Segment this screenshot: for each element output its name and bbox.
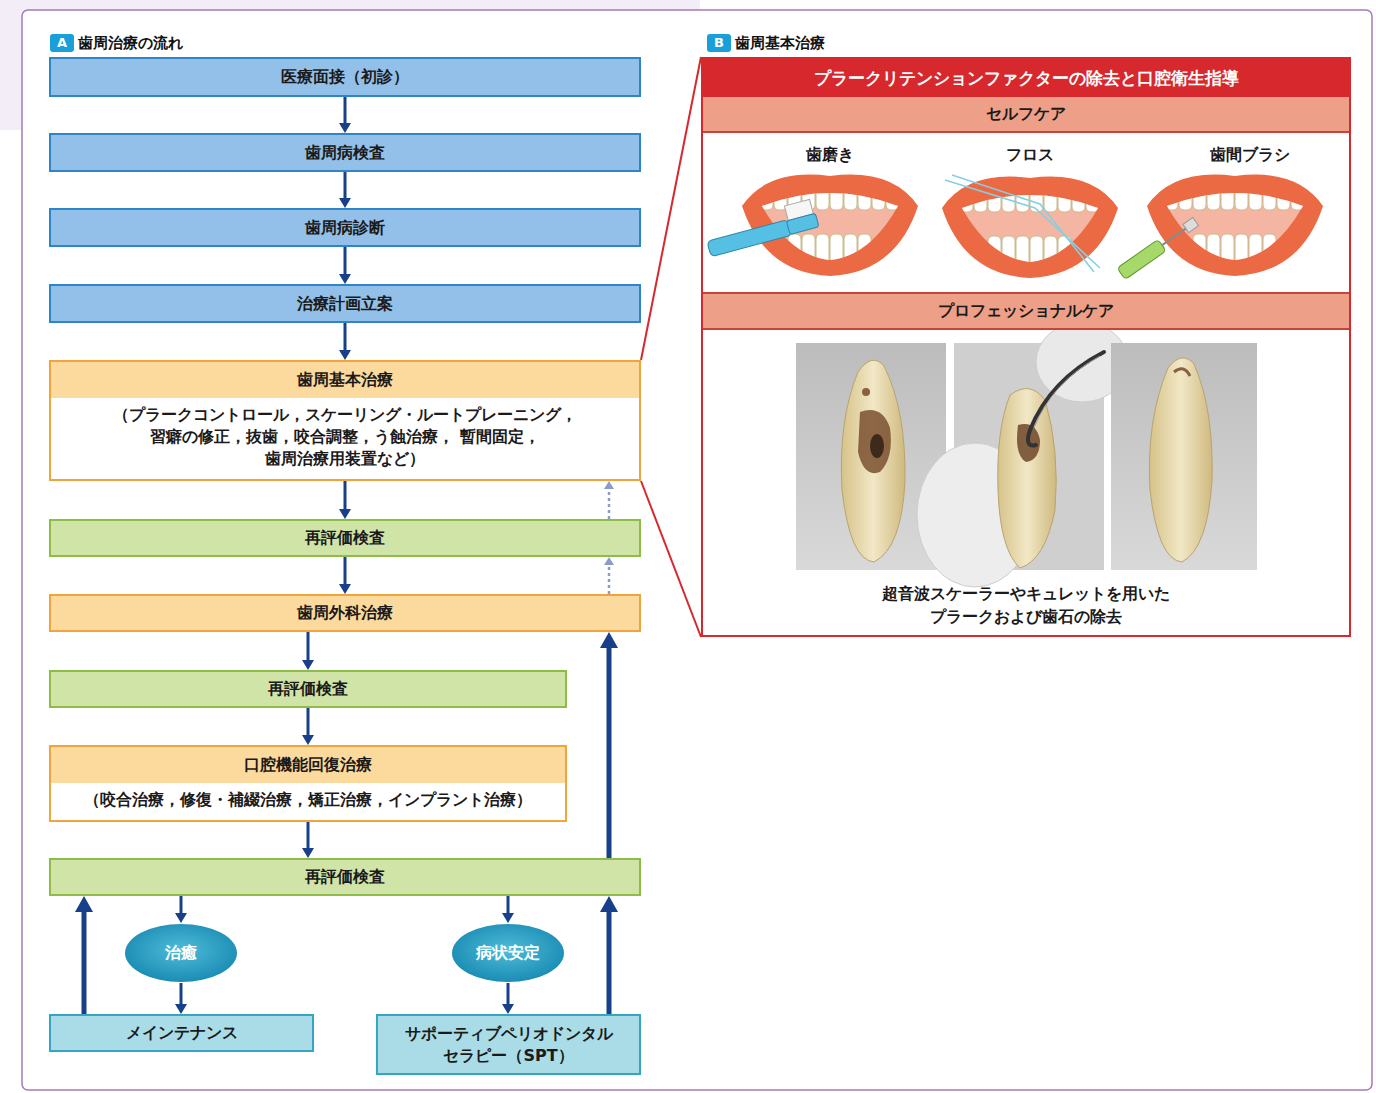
flow-arrow <box>307 708 310 735</box>
curette <box>1028 352 1104 445</box>
treatment-box: 口腔機能回復治療（咬合治療，修復・補綴治療，矯正治療，インプラント治療） <box>49 745 567 822</box>
mouth-illustration <box>942 177 1118 278</box>
process-box: 治療計画立案 <box>49 284 641 323</box>
box-label: 治療計画立案 <box>297 293 393 315</box>
box-label: 再評価検査 <box>305 527 385 549</box>
box-label: 医療面接（初診） <box>281 66 409 88</box>
box-body: 超音波スケーラーやキュレットを用いた プラークおよび歯石の除去 <box>836 582 1216 628</box>
flow-arrow <box>507 983 510 1004</box>
followup-box: サポーティブペリオドンタル セラピー（SPT） <box>376 1014 641 1075</box>
flow-arrow <box>180 896 183 913</box>
followup-box: メインテナンス <box>49 1014 314 1052</box>
outer-frame <box>22 10 1372 1090</box>
flow-arrow <box>344 557 347 584</box>
illustration-caption: 歯磨き <box>750 145 910 165</box>
stain <box>1174 369 1190 376</box>
box-label: 病状安定 <box>476 942 540 964</box>
box-label: 再評価検査 <box>305 866 385 888</box>
ellipse-fill <box>125 924 237 982</box>
box-label: 歯周外科治療 <box>297 602 393 624</box>
curette-glint <box>1034 356 1100 428</box>
flow-arrow <box>344 481 347 509</box>
flow-arrow <box>344 172 347 198</box>
callout-line <box>641 481 701 637</box>
illustration-caption: 歯間ブラシ <box>1170 145 1330 165</box>
box-heading: プロフェッショナルケア <box>703 294 1349 330</box>
calculus <box>870 434 884 458</box>
flow-arrow <box>344 247 347 274</box>
photo-after <box>1111 343 1257 570</box>
calculus <box>858 410 891 473</box>
floss <box>952 175 1094 272</box>
reevaluation-box: 再評価検査 <box>49 858 641 896</box>
tooth-photo <box>998 389 1057 568</box>
illustration-caption: フロス <box>950 145 1110 165</box>
toothbrush-head <box>786 213 819 234</box>
calculus <box>862 388 870 396</box>
flow-arrow <box>607 648 612 858</box>
selfcare-panel: セルフケア <box>703 97 1349 294</box>
flow-arrow <box>608 565 611 594</box>
tooth-photo <box>841 360 905 562</box>
process-box: 歯周病診断 <box>49 208 641 247</box>
process-box: 医療面接（初診） <box>49 57 641 97</box>
box-label: サポーティブペリオドンタル セラピー（SPT） <box>386 1023 631 1066</box>
flow-arrow <box>344 323 347 350</box>
process-box: 歯周病検査 <box>49 133 641 172</box>
box-label: セルフケア <box>703 97 1349 133</box>
section-heading: 歯周治療の流れ <box>78 33 183 53</box>
section-badge: B <box>707 34 731 52</box>
flow-arrow <box>180 983 183 1004</box>
floss <box>945 180 1100 268</box>
flow-arrow <box>507 896 510 913</box>
box-label: プラークリテンションファクターの除去と口腔衛生指導 <box>703 59 1349 97</box>
box-label: 歯周病検査 <box>305 142 385 164</box>
section-badge: A <box>50 34 74 52</box>
toothbrush <box>703 199 819 257</box>
flow-arrow <box>344 97 347 123</box>
interdental-brush <box>1117 216 1200 280</box>
outcome-ellipse: 病状安定 <box>451 923 565 983</box>
flow-arrow <box>608 489 611 519</box>
callout-line <box>641 57 701 360</box>
box-body: （プラークコントロール，スケーリング・ルートプレーニング， 習癖の修正，抜歯，咬… <box>95 398 595 477</box>
box-body: （咬合治療，修復・補綴治療，矯正治療，インプラント治療） <box>58 783 558 818</box>
reevaluation-box: 再評価検査 <box>49 670 567 708</box>
treatment-box: 歯周外科治療 <box>49 594 641 632</box>
flow-arrow <box>607 912 612 1014</box>
toothbrush-handle <box>707 220 792 257</box>
flow-arrow <box>307 822 310 848</box>
box-label: 治癒 <box>165 942 197 964</box>
flow-arrow <box>82 912 87 1014</box>
box-label: 再評価検査 <box>268 678 348 700</box>
box-label: メインテナンス <box>126 1022 238 1044</box>
interdental-bristles <box>1183 218 1199 233</box>
tooth-photo <box>1149 358 1212 562</box>
mouth-illustration <box>1147 175 1323 276</box>
outcome-ellipse: 治癒 <box>124 923 238 983</box>
ellipse-fill <box>452 924 564 982</box>
flow-arrow <box>307 632 310 660</box>
detail-panel: プラークリテンションファクターの除去と口腔衛生指導セルフケアプロフェッショナルケ… <box>701 57 1351 637</box>
section-heading: 歯周基本治療 <box>735 33 825 53</box>
box-heading: 口腔機能回復治療 <box>51 747 565 783</box>
interdental-handle <box>1117 239 1166 279</box>
box-label: 歯周病診断 <box>305 217 385 239</box>
reevaluation-box: 再評価検査 <box>49 519 641 557</box>
box-heading: 歯周基本治療 <box>51 362 639 398</box>
professional-panel: プロフェッショナルケア超音波スケーラーやキュレットを用いた プラークおよび歯石の… <box>703 294 1349 635</box>
treatment-box: 歯周基本治療（プラークコントロール，スケーリング・ルートプレーニング， 習癖の修… <box>49 360 641 481</box>
